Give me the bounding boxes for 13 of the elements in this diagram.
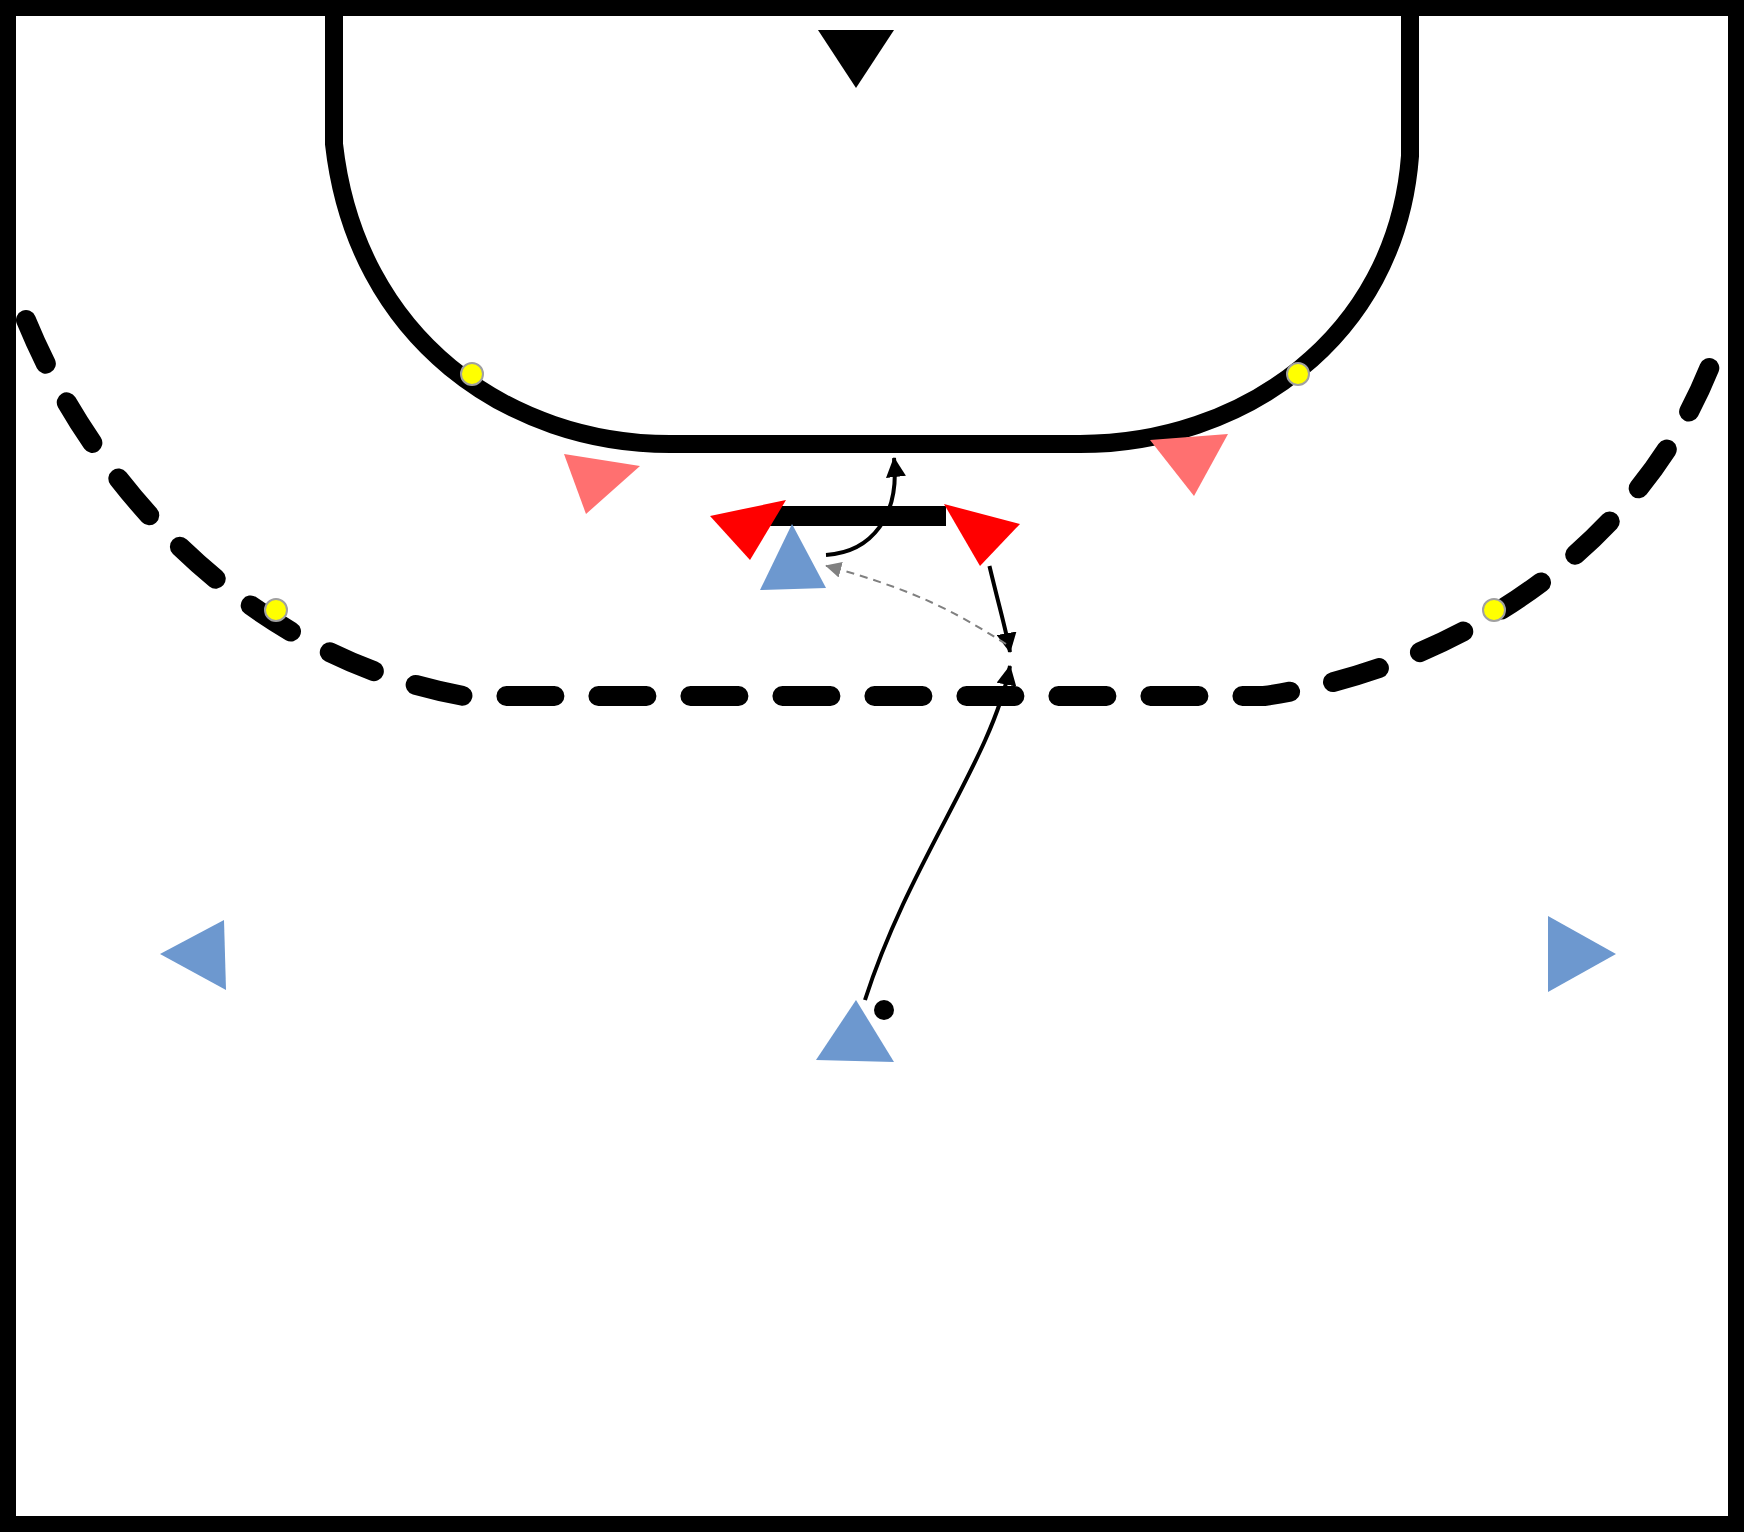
attacker-triangle: [160, 920, 226, 990]
defender-triangle: [710, 500, 786, 560]
movement-arrow: [825, 457, 906, 557]
attacker-triangle: [760, 524, 826, 590]
pass-arrow: [825, 562, 1007, 645]
movement-arrow: [987, 565, 1017, 653]
defender-triangle: [564, 454, 640, 514]
attacker-triangle: [1548, 916, 1616, 992]
attacker-triangle: [816, 1000, 894, 1062]
defender-triangle: [1150, 434, 1228, 496]
defender-triangle: [944, 504, 1020, 566]
goalkeeper-triangle: [818, 30, 894, 88]
movement-arrow: [863, 665, 1016, 1001]
